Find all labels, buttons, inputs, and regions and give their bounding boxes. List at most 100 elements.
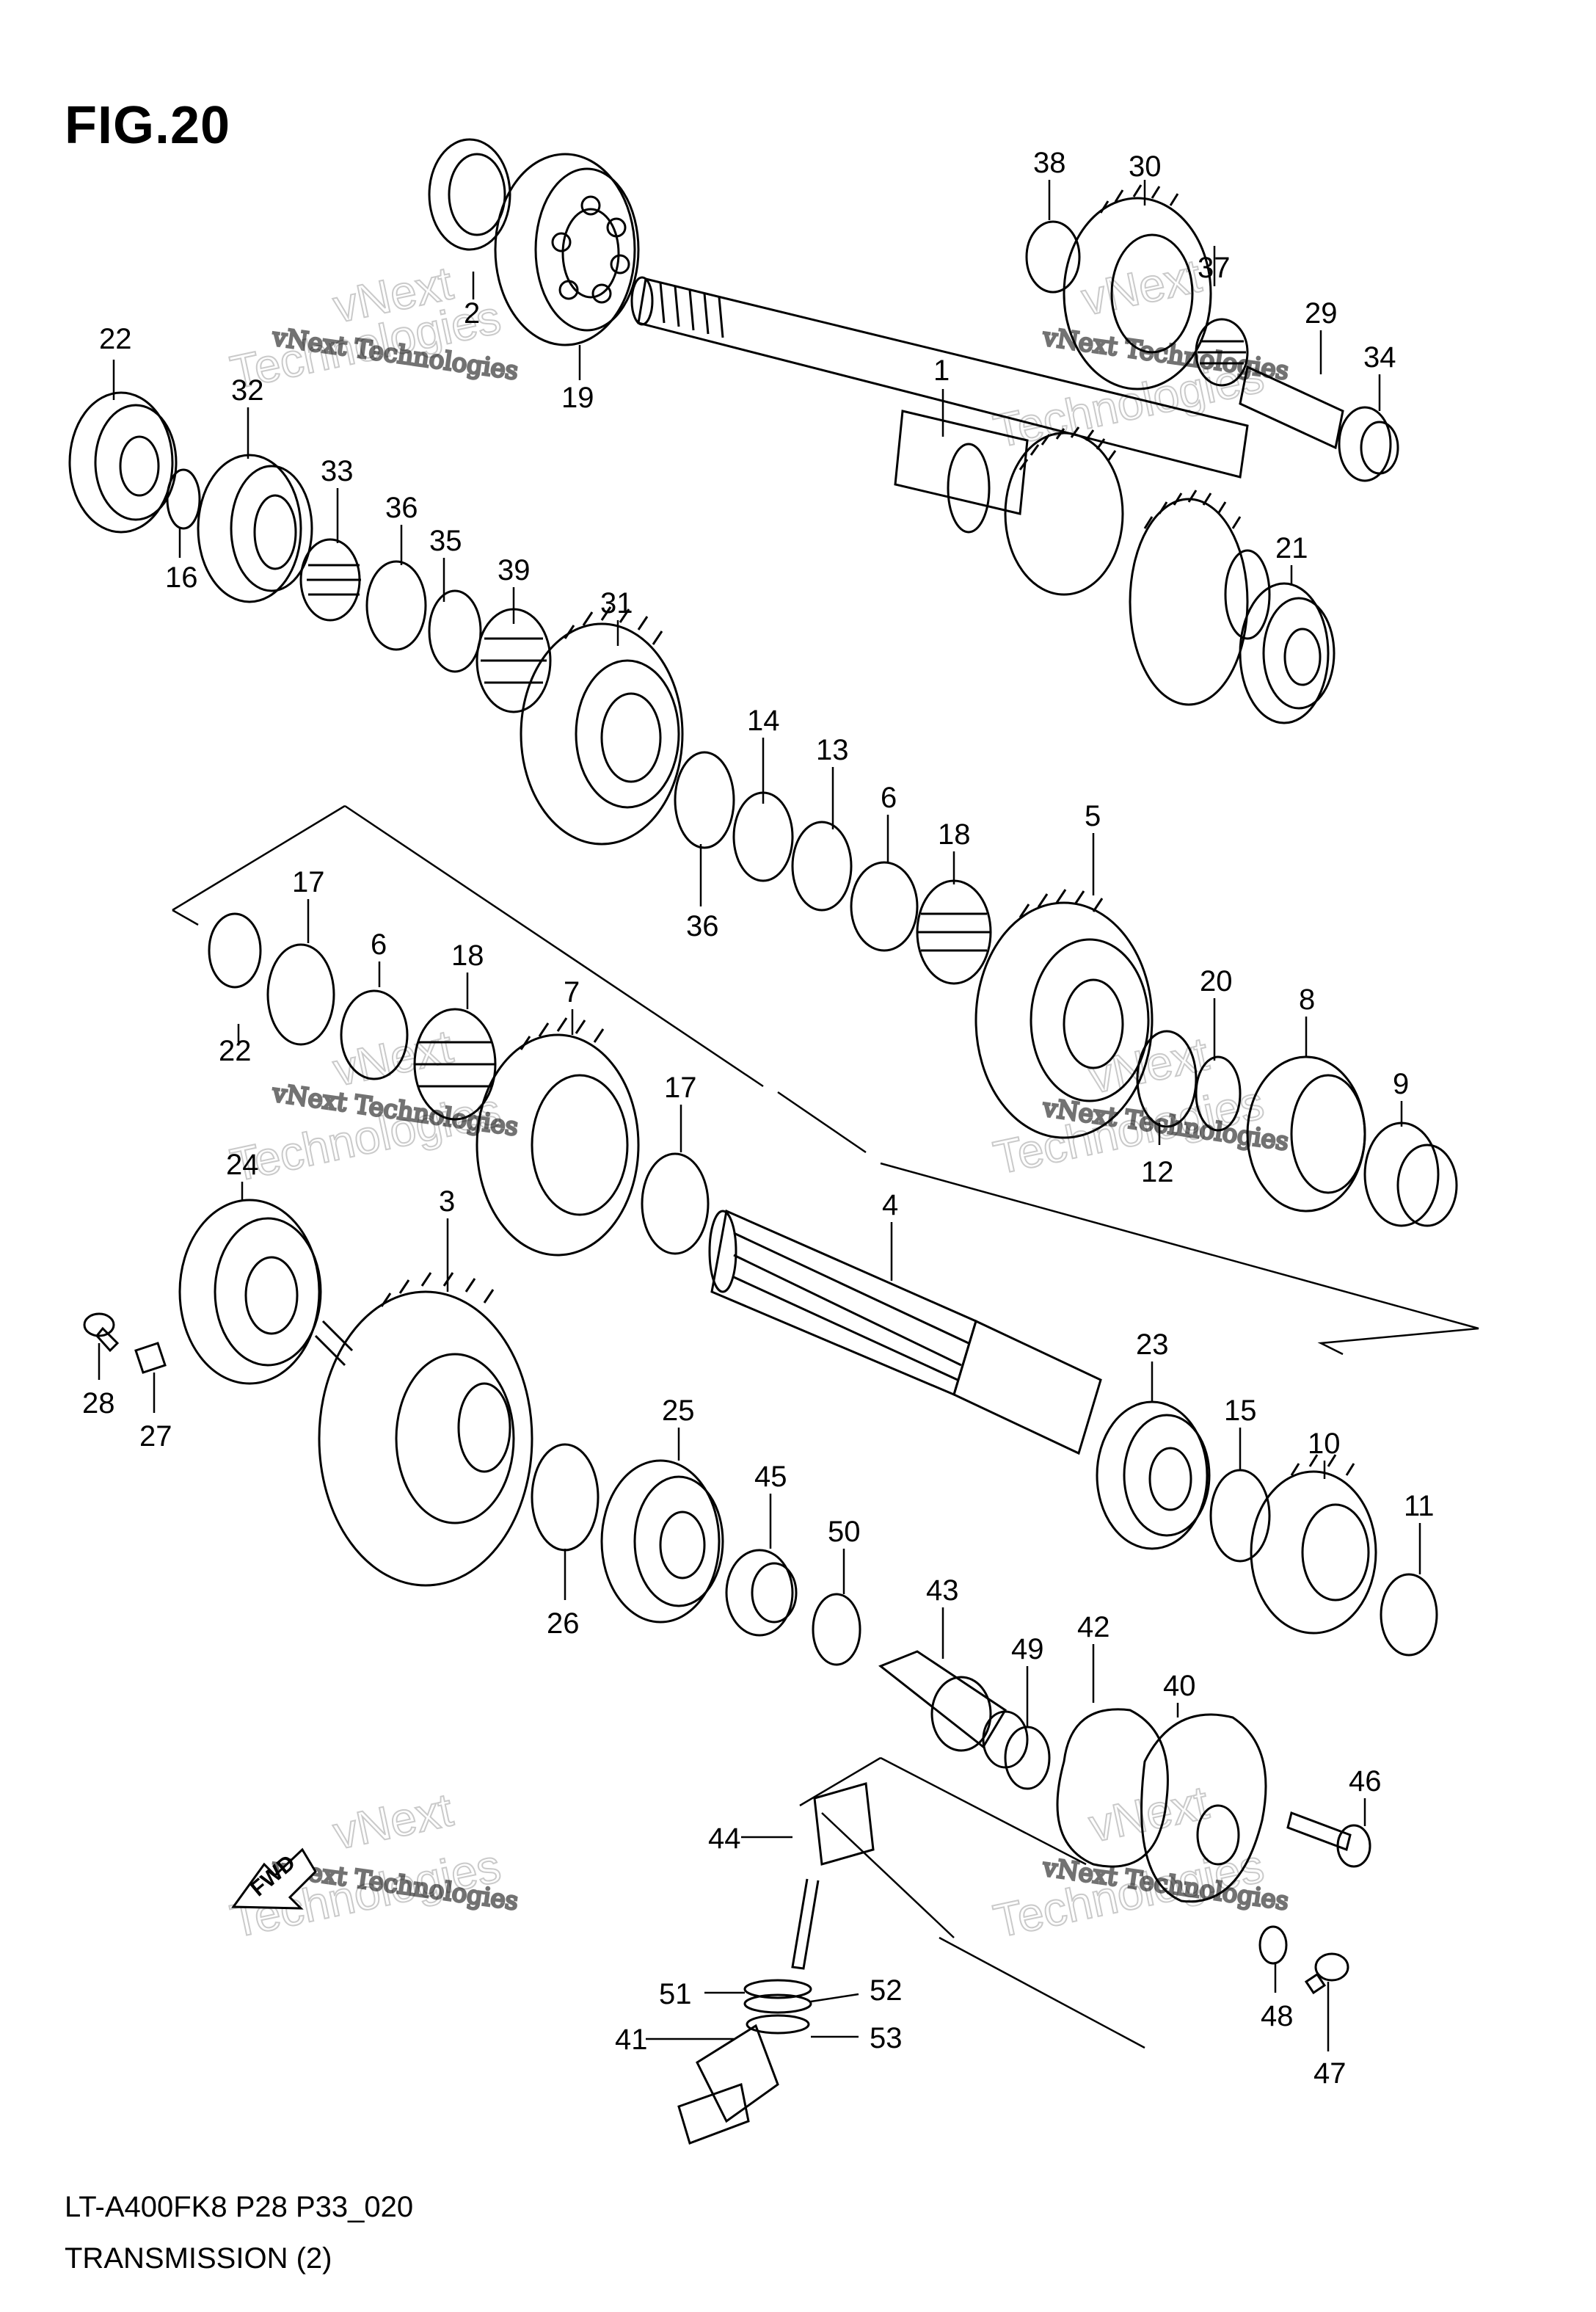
gear-31: [520, 606, 684, 846]
callout-12: 12: [1141, 1156, 1174, 1188]
callout-30: 30: [1129, 150, 1162, 183]
bushing-35: [428, 589, 482, 673]
bearing-25: [600, 1459, 724, 1624]
bushing-41: [677, 2024, 779, 2145]
bearing-21: [1239, 582, 1336, 724]
bushing-6-upper: [850, 861, 919, 952]
model-code: LT-A400FK8 P28 P33_020: [65, 2191, 414, 2223]
washer-17-right: [641, 1152, 710, 1255]
callout-8: 8: [1299, 984, 1315, 1016]
fwd-arrow: FWD: [231, 1847, 317, 1910]
callout-46: 46: [1349, 1765, 1382, 1797]
sleeve-9: [1363, 1122, 1458, 1227]
callout-16: 16: [165, 561, 198, 594]
washer-52: [743, 1993, 812, 2014]
callout-15: 15: [1224, 1395, 1257, 1427]
callout-40: 40: [1163, 1670, 1196, 1702]
callout-5: 5: [1085, 800, 1101, 832]
callout-44: 44: [708, 1822, 741, 1855]
gear-3: [314, 1272, 533, 1587]
callout-51: 51: [659, 1978, 692, 2010]
callout-35: 35: [429, 525, 462, 557]
speedometer-housing-40: [1140, 1713, 1267, 1903]
circlip-38: [1025, 220, 1081, 294]
callout-18-upper: 18: [938, 818, 971, 851]
callout-22-upper: 22: [99, 323, 132, 355]
callout-53: 53: [870, 2022, 903, 2054]
callout-10: 10: [1308, 1428, 1341, 1460]
callout-47: 47: [1313, 2057, 1347, 2090]
gear-5: [974, 889, 1154, 1139]
callout-48: 48: [1261, 2000, 1294, 2032]
callout-19: 19: [561, 382, 594, 414]
washer-36-lower: [674, 751, 735, 849]
bearing-24: [178, 1199, 322, 1385]
subassembly-boundary-lower: [799, 1756, 1145, 2049]
callout-26: 26: [547, 1607, 580, 1640]
needle-bearing-18-upper: [916, 879, 992, 985]
circlip-22-lower: [208, 912, 262, 989]
callout-23: 23: [1136, 1328, 1169, 1361]
washer-36-upper: [365, 560, 427, 651]
gear-10: [1250, 1454, 1377, 1635]
callout-27: 27: [139, 1420, 172, 1453]
bolt-28: [83, 1312, 120, 1353]
needle-bearing-39: [475, 608, 552, 713]
washer-26: [531, 1443, 600, 1552]
callout-6-lower: 6: [371, 928, 387, 961]
callout-41: 41: [615, 2024, 648, 2056]
washer-12: [1136, 1030, 1198, 1128]
bushing-34: [1338, 406, 1399, 482]
figure-title: FIG.20: [65, 96, 231, 155]
bearing-23: [1096, 1400, 1211, 1550]
callout-32: 32: [231, 374, 264, 407]
oil-seal-2: [428, 138, 511, 251]
callout-17-right: 17: [664, 1072, 697, 1104]
needle-bearing-33: [299, 538, 361, 622]
speedometer-driven-gear-44: [791, 1782, 875, 1970]
washer-48: [1258, 1925, 1288, 1965]
bushing-45: [725, 1549, 798, 1637]
needle-bearing-18-lower: [413, 1008, 497, 1121]
callout-22-lower: 22: [219, 1035, 252, 1067]
callout-49: 49: [1011, 1633, 1044, 1665]
washer-16: [166, 468, 201, 530]
circlip-20: [1195, 1055, 1242, 1132]
callout-29: 29: [1305, 297, 1338, 330]
svg-text:vNext: vNext: [329, 1783, 457, 1859]
callout-2: 2: [464, 297, 480, 330]
countershaft-1: [630, 276, 1249, 534]
washer-27: [134, 1342, 167, 1374]
gear-integral-1: [1004, 426, 1271, 706]
bearing-22-upper: [68, 391, 178, 534]
callout-13: 13: [816, 734, 849, 766]
callout-labels: 2 19 1 22 32 16 33 36 35 39 31 21 14 13 …: [82, 147, 1435, 2090]
callout-36-upper: 36: [385, 492, 418, 524]
callout-50: 50: [828, 1516, 861, 1548]
callout-33: 33: [321, 455, 354, 487]
section-name: TRANSMISSION (2): [65, 2242, 332, 2275]
bolt-47: [1304, 1952, 1349, 1995]
callout-1: 1: [933, 355, 950, 387]
circlip-11: [1380, 1573, 1438, 1657]
callout-4: 4: [882, 1189, 898, 1221]
subassembly-boundary: [172, 804, 1479, 1356]
callout-42: 42: [1077, 1611, 1110, 1643]
callout-45: 45: [754, 1461, 787, 1493]
callout-31: 31: [600, 587, 633, 619]
callout-25: 25: [662, 1395, 695, 1427]
svg-text:vNext: vNext: [329, 1019, 457, 1096]
callout-24: 24: [226, 1149, 259, 1181]
callout-39: 39: [498, 554, 531, 586]
gasket-42: [1056, 1708, 1169, 1868]
gear-30: [1063, 184, 1212, 390]
callout-3: 3: [439, 1185, 455, 1218]
callout-52: 52: [870, 1974, 903, 2007]
callout-7: 7: [564, 976, 580, 1008]
needle-bearing-37: [1195, 318, 1249, 387]
lock-washer-13: [791, 821, 853, 912]
o-ring-53: [746, 2014, 810, 2035]
dog-clutch-32: [197, 454, 313, 603]
